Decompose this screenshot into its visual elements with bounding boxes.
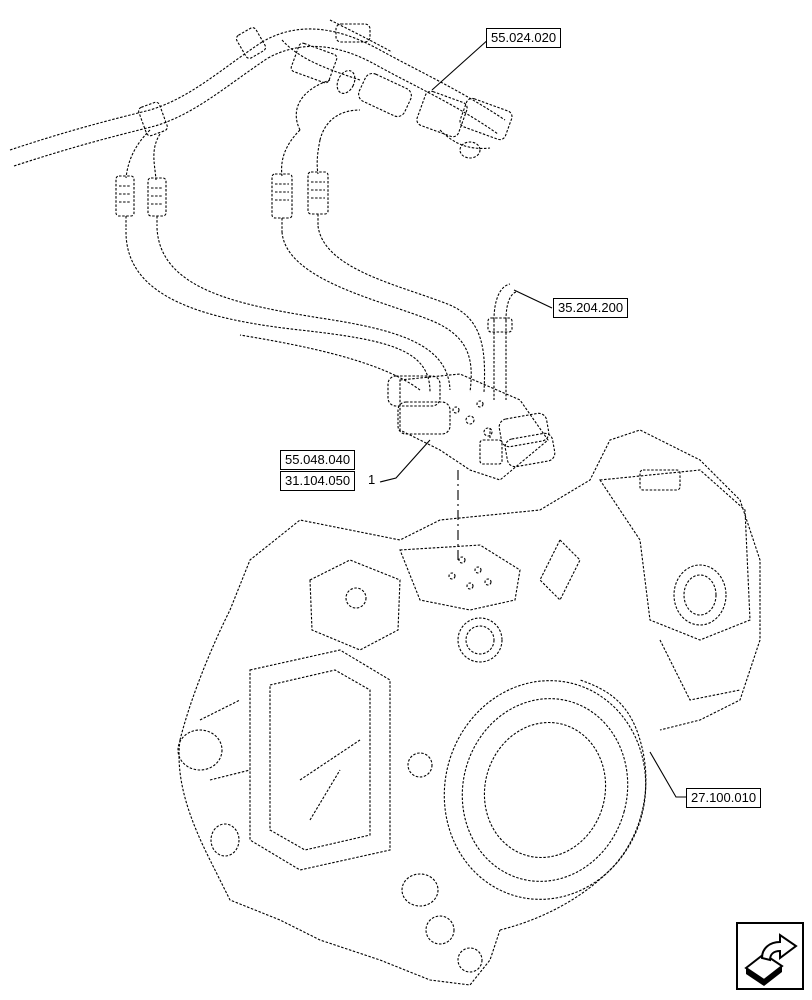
leader-harness: [431, 37, 491, 91]
middle-connectors: [271, 129, 329, 232]
callout-pipe[interactable]: 35.204.200: [553, 298, 629, 318]
wiring-harness: [9, 19, 513, 167]
hoses: [125, 79, 486, 393]
vertical-pipe: [487, 283, 517, 400]
callout-valve-a[interactable]: 55.048.040: [280, 450, 356, 470]
callout-valve-b[interactable]: 31.104.050: [280, 471, 356, 491]
leader-valve: [379, 439, 431, 483]
leader-pipe: [513, 289, 553, 309]
transmission-housing: [177, 429, 761, 986]
callout-harness[interactable]: 55.024.020: [486, 28, 562, 48]
next-page-button[interactable]: [736, 922, 804, 990]
left-connectors: [115, 129, 167, 230]
next-page-arrow-icon: [744, 933, 798, 986]
valve-block: [387, 373, 556, 481]
leader-housing: [649, 751, 686, 798]
callout-housing[interactable]: 27.100.010: [686, 788, 762, 808]
item-number: 1: [368, 472, 376, 487]
